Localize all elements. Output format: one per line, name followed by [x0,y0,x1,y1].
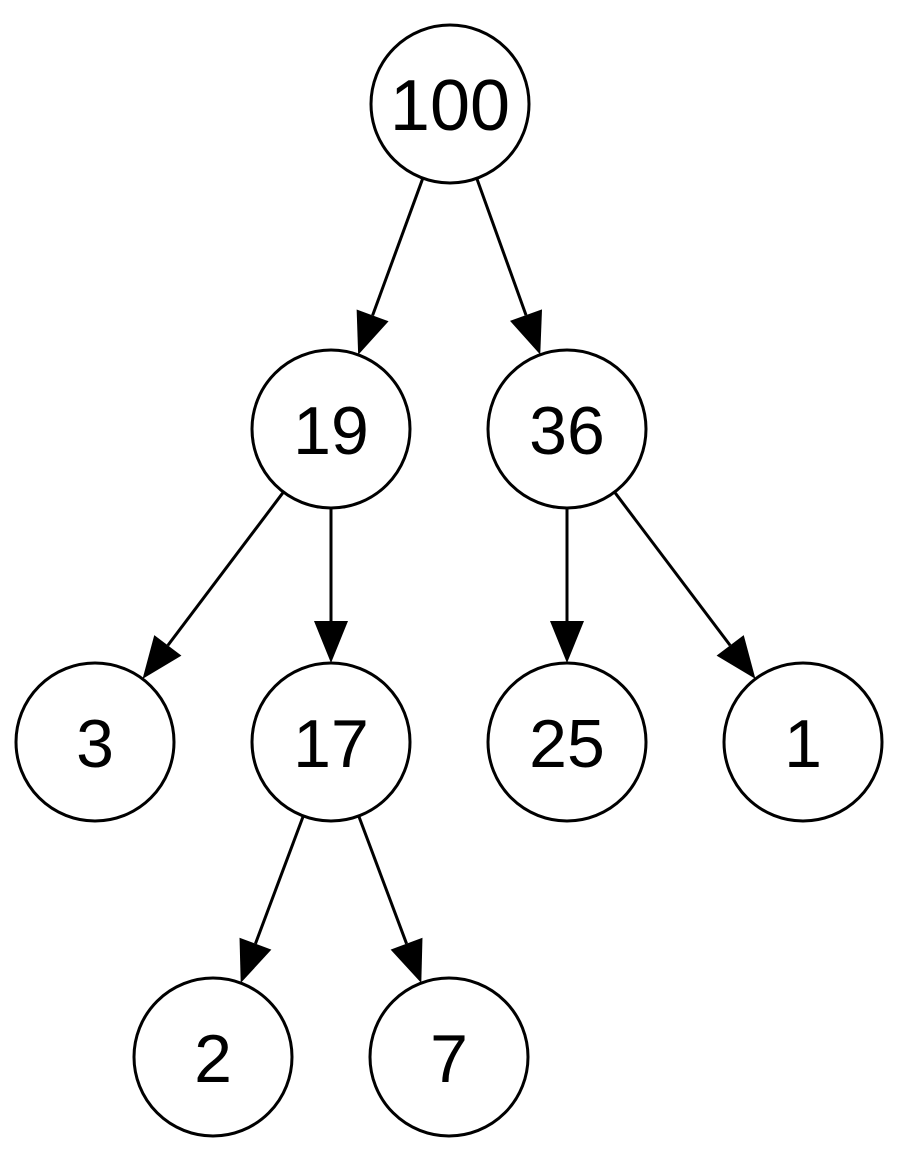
arrow-head-icon [142,635,182,679]
edge-100-to-19 [356,177,425,355]
edge-19-to-17 [314,508,348,663]
tree-node-100: 100 [369,23,531,185]
edge-100-to-36 [475,177,543,355]
edge-line [371,177,425,316]
arrow-head-icon [356,309,389,355]
edge-line [254,815,305,945]
arrow-head-icon [390,937,423,984]
tree-node-7: 7 [368,976,530,1138]
node-circle [486,661,648,823]
tree-node-25: 25 [486,661,648,823]
node-circle [14,661,176,823]
edge-line [475,177,528,316]
tree-node-17: 17 [250,661,412,823]
node-circle [368,976,530,1138]
edge-line [613,491,732,647]
edge-17-to-2 [239,815,305,984]
node-circle [250,348,412,510]
tree-node-3: 3 [14,661,176,823]
edge-line [357,815,408,945]
node-label: 3 [76,706,114,782]
tree-node-2: 2 [132,976,294,1138]
arrow-head-icon [716,635,756,679]
edge-36-to-25 [550,508,584,663]
edge-36-to-1 [613,491,756,679]
arrow-head-icon [314,621,348,663]
node-label: 17 [293,706,369,782]
arrow-head-icon [550,621,584,663]
node-label: 2 [194,1021,232,1097]
node-circle [486,348,648,510]
arrow-head-icon [239,937,272,984]
node-label: 100 [390,66,510,146]
edge-19-to-3 [142,491,285,679]
node-circle [132,976,294,1138]
node-label: 7 [430,1021,468,1097]
edges-layer [142,177,756,984]
arrow-head-icon [510,309,543,355]
node-circle [722,661,884,823]
node-circle [250,661,412,823]
edge-line [166,491,285,647]
node-label: 36 [529,393,605,469]
node-label: 19 [293,393,369,469]
nodes-layer: 100 19 36 3 17 25 1 2 7 [14,23,884,1138]
node-circle [369,23,531,185]
node-label: 25 [529,706,605,782]
tree-node-1: 1 [722,661,884,823]
node-label: 1 [784,706,822,782]
tree-node-36: 36 [486,348,648,510]
edge-17-to-7 [357,815,423,984]
tree-node-19: 19 [250,348,412,510]
